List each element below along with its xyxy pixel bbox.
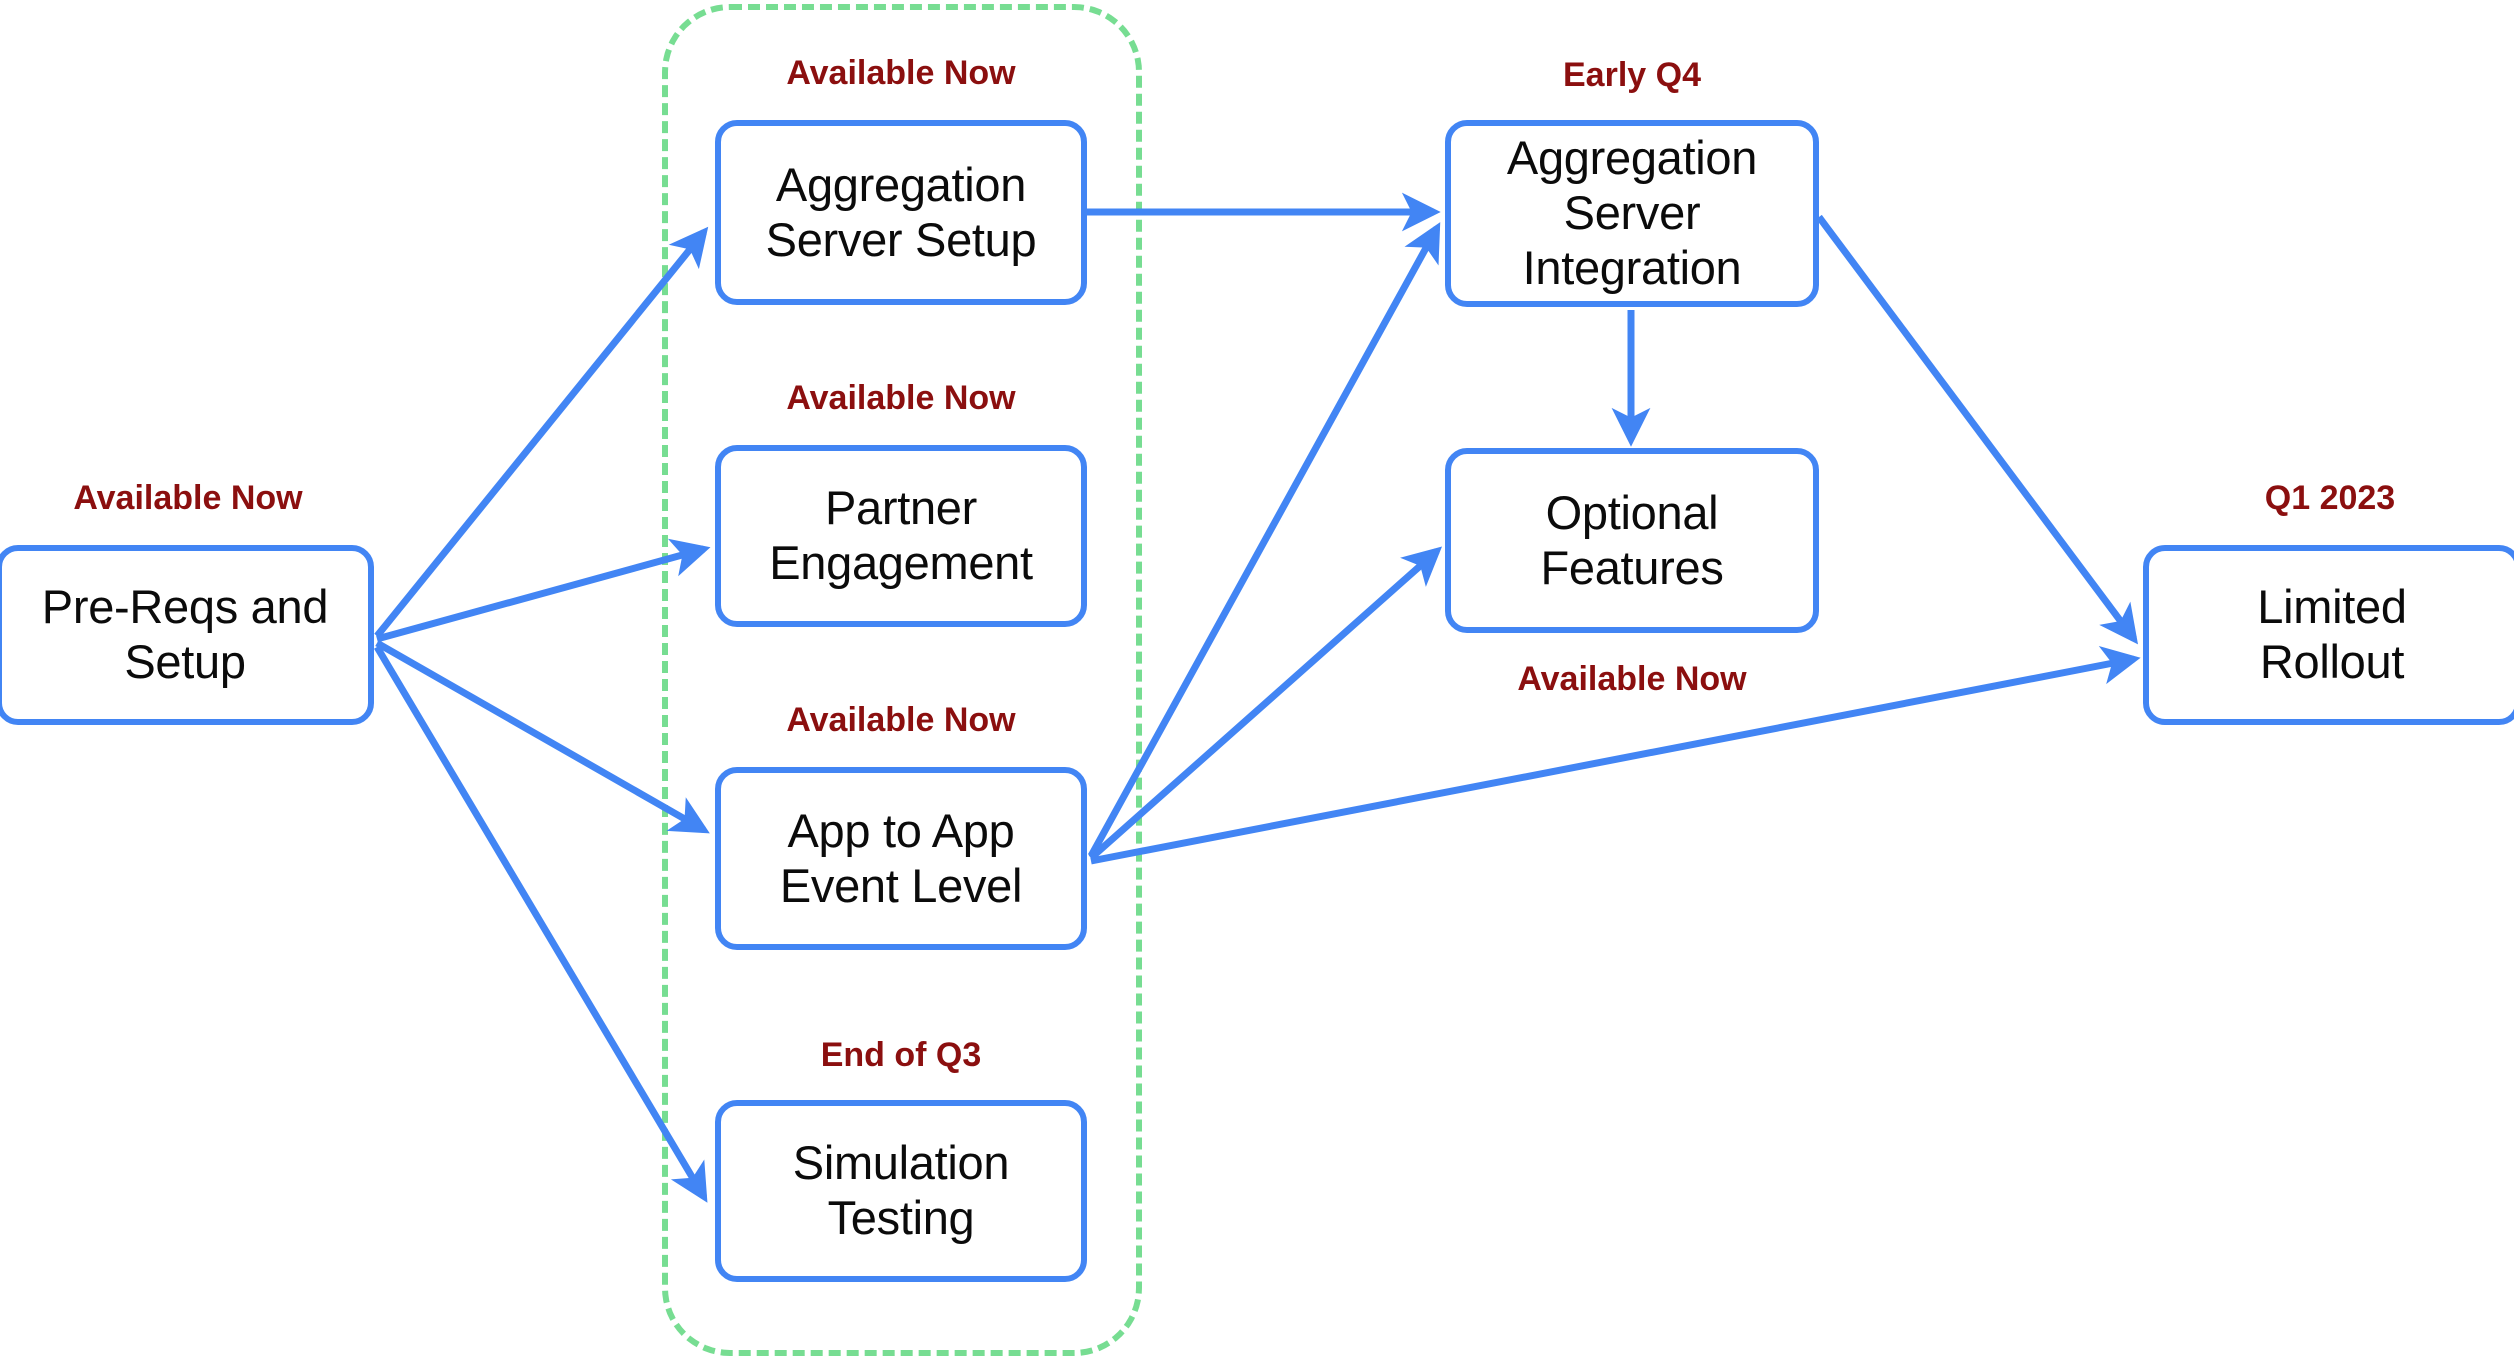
node-pre-reqs-and-setup[interactable]: Pre-Reqs and Setup — [0, 545, 374, 725]
node-optional-features[interactable]: Optional Features — [1445, 448, 1819, 633]
edge-prereqs-to-app-to-app — [375, 639, 710, 834]
edge-prereqs-to-partner-engagement — [376, 538, 711, 643]
edge-app-to-app-to-agg-integration — [1087, 222, 1441, 858]
node-label-app-to-app-event-level: App to App Event Level — [779, 803, 1023, 912]
status-badge-simulation-testing: End of Q3 — [820, 1036, 982, 1074]
status-badge-limited-rollout: Q1 2023 — [2264, 479, 2396, 517]
node-limited-rollout[interactable]: Limited Rollout — [2143, 545, 2514, 725]
status-badge-pre-reqs: Available Now — [73, 479, 303, 517]
node-label-partner-engagement: Partner Engagement — [769, 481, 1033, 589]
node-label-simulation-testing: Simulation Testing — [792, 1136, 1010, 1244]
node-label-pre-reqs-and-setup: Pre-Reqs and Setup — [41, 580, 329, 688]
node-app-to-app-event-level[interactable]: App to App Event Level — [715, 767, 1087, 950]
node-label-aggregation-server-integration: Aggregation Server Integration — [1506, 131, 1758, 294]
node-label-aggregation-server-setup: Aggregation Server Setup — [765, 157, 1037, 266]
node-aggregation-server-integration[interactable]: Aggregation Server Integration — [1445, 120, 1819, 307]
status-badge-app-to-app-event-level: Available Now — [786, 701, 1016, 739]
status-badge-aggregation-server-setup: Available Now — [786, 54, 1016, 92]
edge-prereqs-to-simulation-testing — [373, 645, 708, 1203]
edge-prereqs-to-aggregation-server-setup — [374, 226, 709, 639]
node-simulation-testing[interactable]: Simulation Testing — [715, 1100, 1087, 1282]
node-partner-engagement[interactable]: Partner Engagement — [715, 445, 1087, 627]
edge-agg-integration-to-limited-rollout — [1816, 214, 2139, 645]
status-badge-partner-engagement: Available Now — [786, 379, 1016, 417]
status-badge-optional-features: Available Now — [1517, 660, 1747, 698]
edge-app-to-app-to-optional-features — [1088, 546, 1443, 861]
node-aggregation-server-setup[interactable]: Aggregation Server Setup — [715, 120, 1087, 305]
node-label-limited-rollout: Limited Rollout — [2257, 580, 2407, 688]
status-badge-aggregation-server-integration: Early Q4 — [1563, 56, 1701, 94]
node-label-optional-features: Optional Features — [1540, 485, 1724, 594]
